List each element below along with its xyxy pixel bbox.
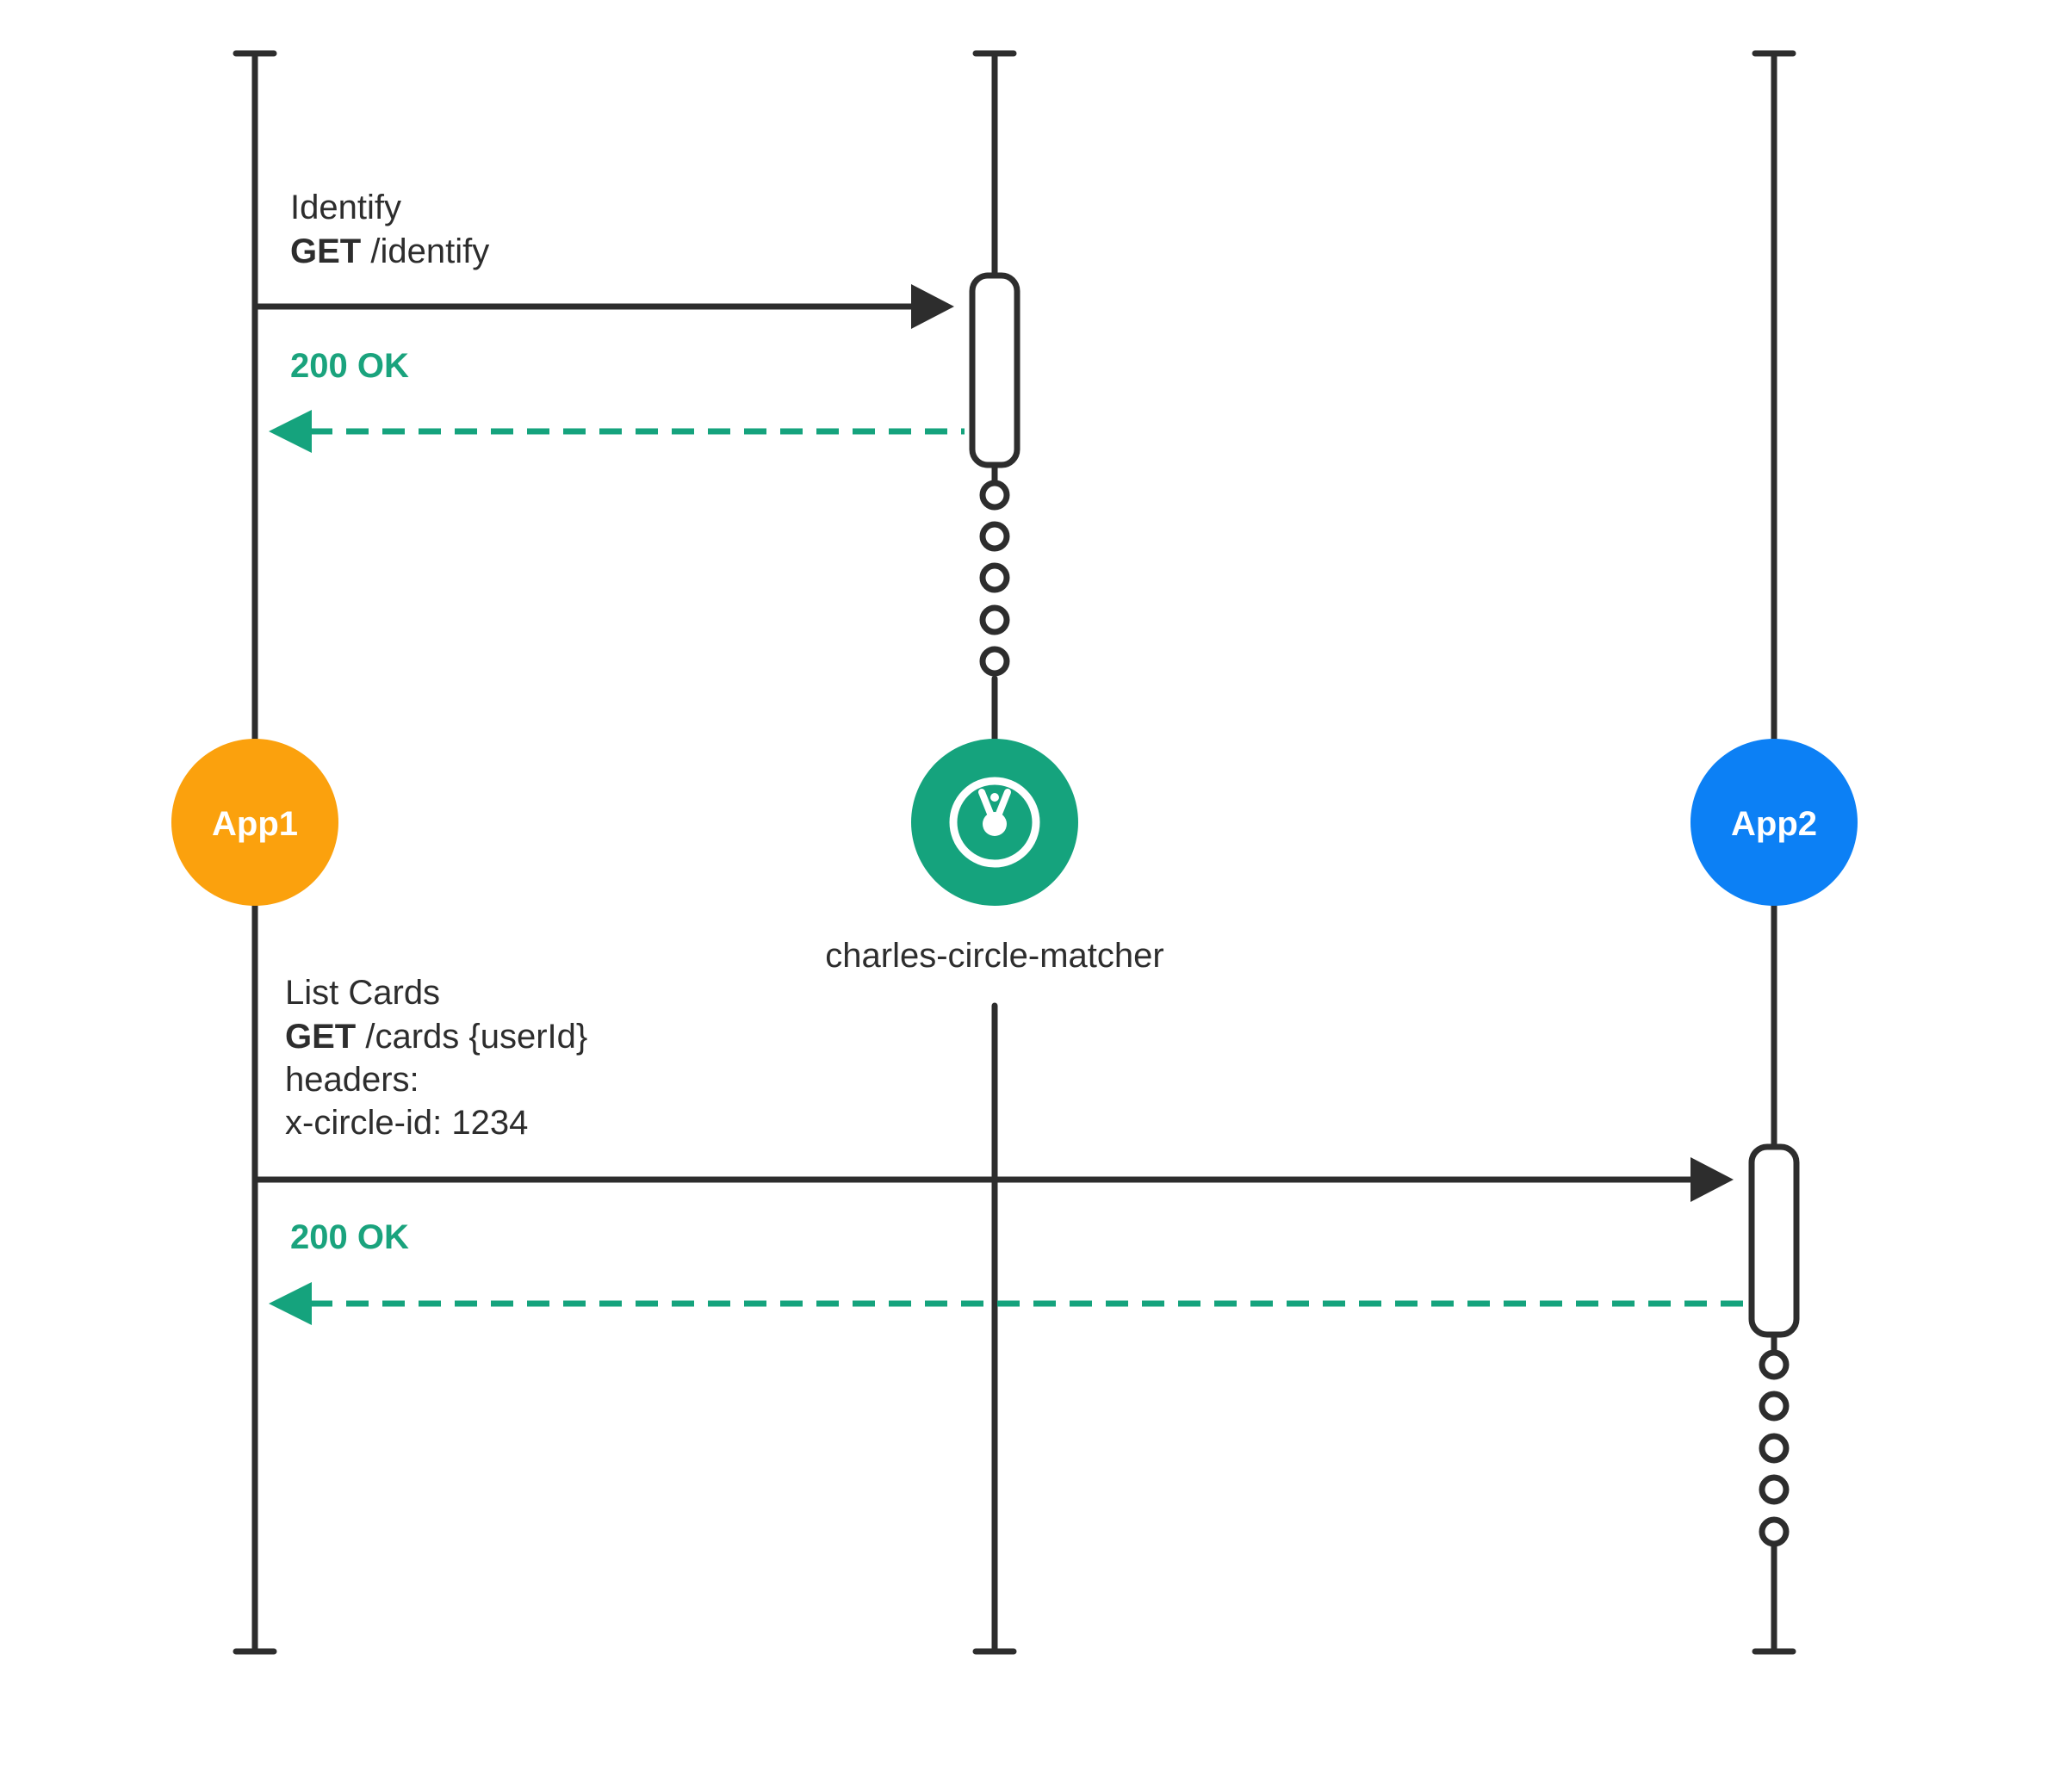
identify-method: GET xyxy=(290,232,361,270)
list-cards-response-arrow xyxy=(269,1282,1748,1325)
list-cards-response-label: 200 OK xyxy=(290,1218,409,1256)
identify-response-arrow xyxy=(269,410,965,453)
identify-request-arrow xyxy=(255,284,954,329)
list-cards-method: GET xyxy=(285,1018,356,1056)
list-cards-headers-label: headers: xyxy=(285,1061,419,1099)
chain-links-matcher xyxy=(979,480,1010,677)
actor-app1-label: App1 xyxy=(212,805,298,843)
actor-app2: App2 xyxy=(1690,739,1858,906)
identify-request-line: GET /identify xyxy=(290,232,489,270)
activation-box-app2 xyxy=(1748,1143,1800,1338)
clock-gauge-icon xyxy=(949,777,1040,868)
list-cards-request-arrow xyxy=(255,1157,1734,1202)
list-cards-title: List Cards xyxy=(285,974,440,1012)
identify-title: Identify xyxy=(290,189,401,226)
actor-app1: App1 xyxy=(171,739,338,906)
lifeline-app2 xyxy=(1752,50,1796,1655)
list-cards-path: /cards {userId} xyxy=(356,1018,587,1056)
actor-app2-label: App2 xyxy=(1731,805,1817,843)
arrowhead-right-icon xyxy=(911,284,954,329)
activation-box-matcher xyxy=(969,272,1020,468)
list-cards-request-line: GET /cards {userId} xyxy=(285,1018,587,1056)
arrowhead-left-icon xyxy=(269,410,312,453)
matcher-caption: charles-circle-matcher xyxy=(825,937,1163,975)
chain-links-app2 xyxy=(1759,1349,1790,1547)
actor-matcher xyxy=(911,739,1078,906)
list-cards-header-value: x-circle-id: 1234 xyxy=(285,1104,528,1142)
arrowhead-right-icon xyxy=(1690,1157,1734,1202)
identify-response-label: 200 OK xyxy=(290,347,409,385)
identify-path: /identify xyxy=(361,232,489,270)
arrowhead-left-icon xyxy=(269,1282,312,1325)
